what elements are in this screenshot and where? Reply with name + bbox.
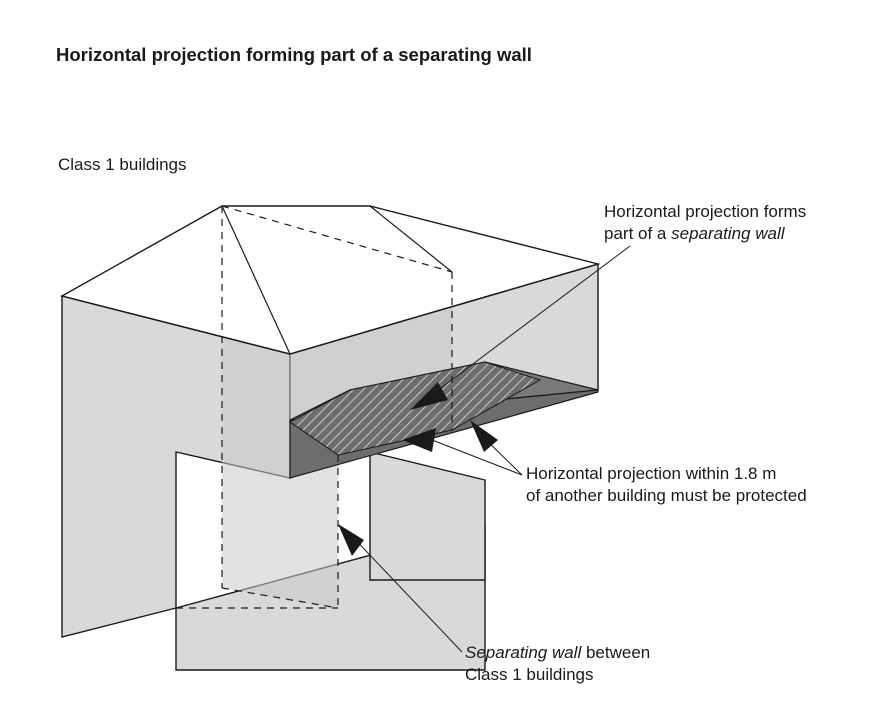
label-projection-forms-separating-wall: Horizontal projection forms part of a se… [604,202,807,243]
diagram-title: Horizontal projection forming part of a … [56,44,532,65]
label-separating-wall: Separating wall between Class 1 building… [465,643,651,684]
label-class1-buildings: Class 1 buildings [58,155,187,174]
leader-line-protected-a [431,439,523,476]
arrowhead-sepwall [338,524,364,556]
arrowhead-protected-a [402,428,436,452]
leader-line-projection [424,245,631,401]
hidden-edges [176,205,453,609]
label-projection-protected: Horizontal projection within 1.8 m of an… [526,464,807,505]
leader-line-sepwall [347,531,463,653]
lower-right-wall [369,451,486,581]
arrowhead-protected-b [470,420,498,452]
arrowhead-projection [410,382,448,410]
